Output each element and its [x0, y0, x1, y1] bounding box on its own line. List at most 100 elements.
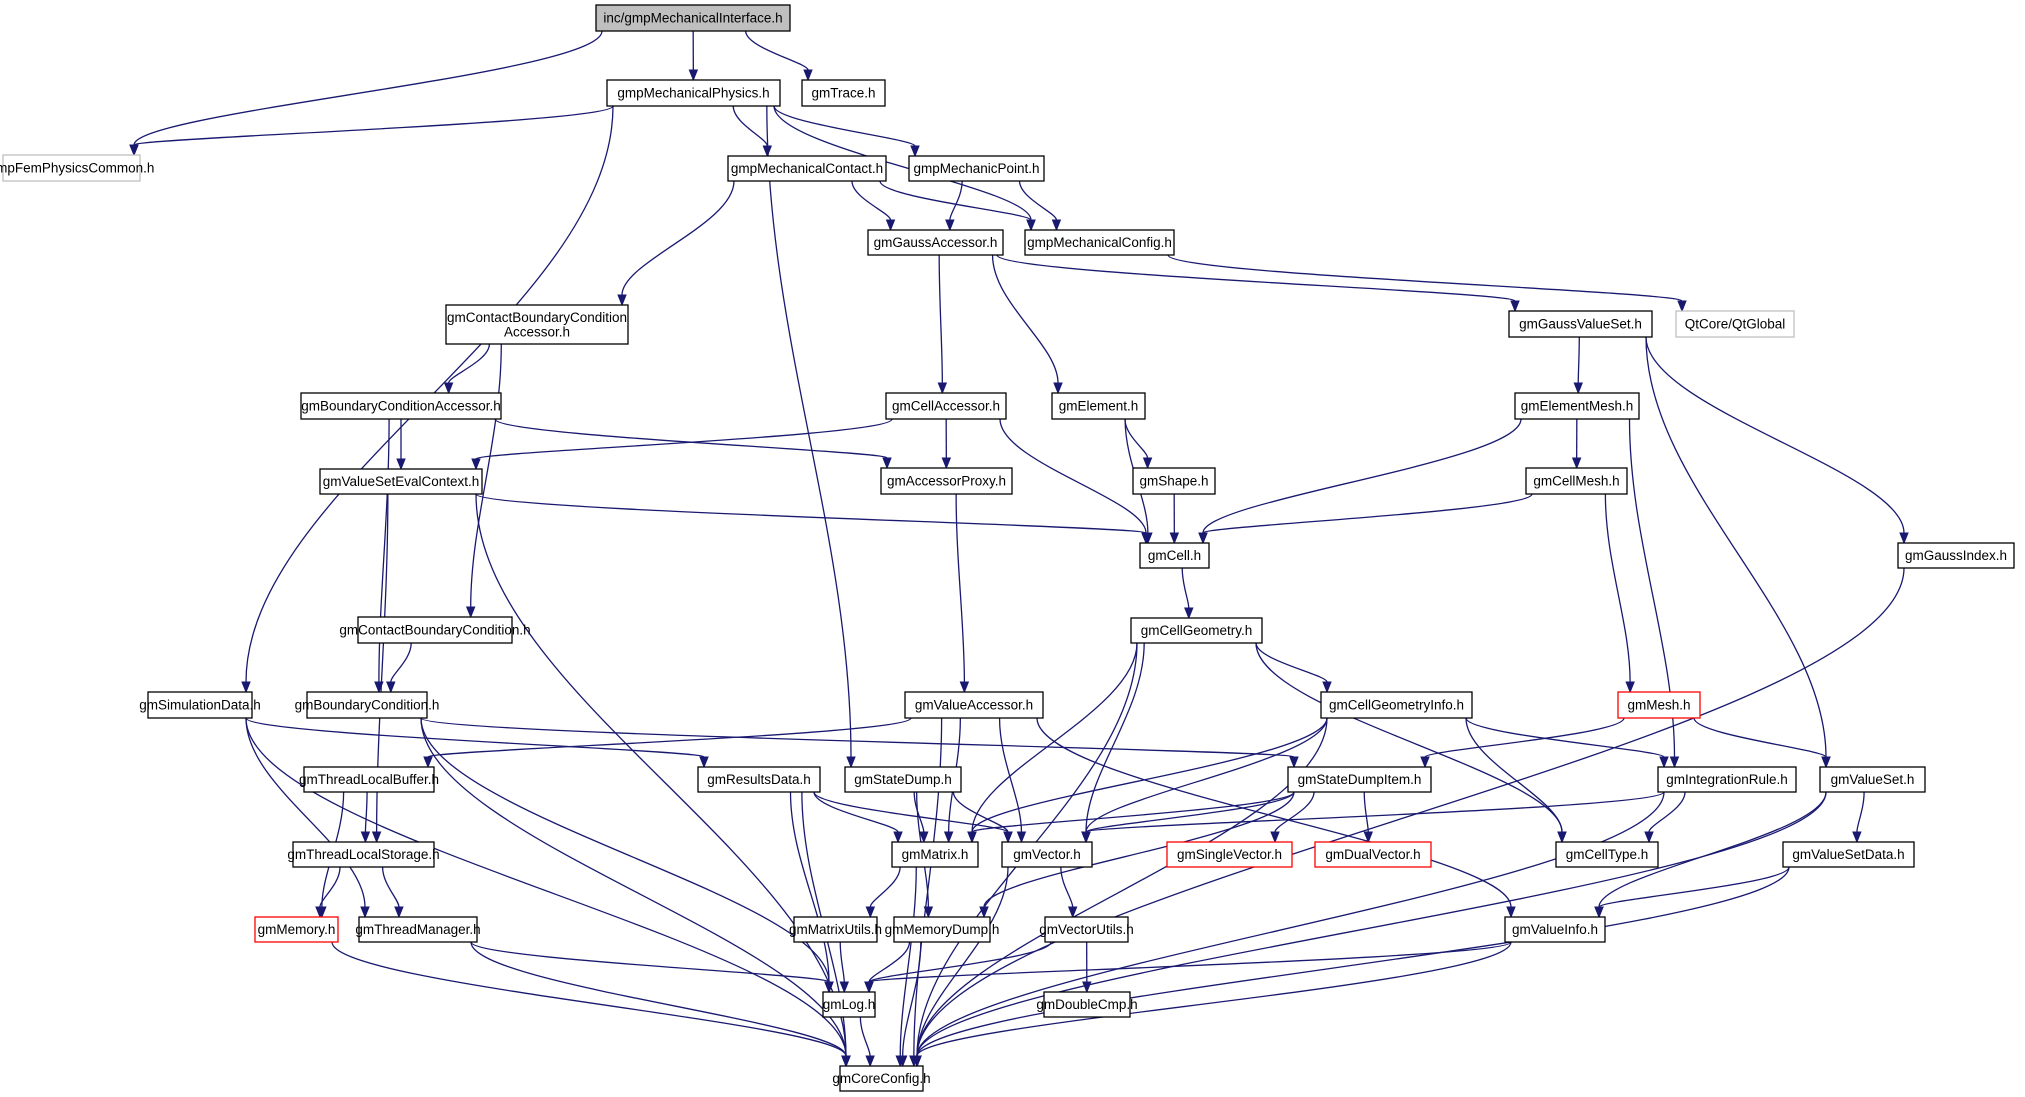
node-box[interactable]	[292, 841, 435, 868]
node-cellgeominfo[interactable]: gmCellGeometryInfo.h	[1320, 691, 1473, 719]
node-box[interactable]	[357, 616, 513, 644]
node-contact[interactable]: gmpMechanicalContact.h	[727, 155, 887, 182]
node-box[interactable]	[1525, 467, 1628, 495]
node-box[interactable]	[1139, 542, 1210, 569]
node-box[interactable]	[839, 1065, 924, 1092]
node-box[interactable]	[1782, 841, 1915, 868]
node-box[interactable]	[891, 841, 979, 868]
node-shape[interactable]: gmShape.h	[1132, 467, 1216, 495]
node-coreconfig[interactable]: gmCoreConfig.h	[832, 1065, 931, 1092]
node-box[interactable]	[904, 691, 1044, 719]
node-box[interactable]	[1132, 467, 1216, 495]
node-box[interactable]	[697, 766, 821, 793]
node-threadmgr[interactable]: gmThreadManager.h	[355, 916, 481, 943]
node-box[interactable]	[793, 916, 878, 943]
node-box[interactable]	[727, 155, 887, 182]
node-box[interactable]	[358, 916, 478, 943]
node-trace[interactable]: gmTrace.h	[801, 79, 886, 107]
node-valueset[interactable]: gmValueSet.h	[1819, 766, 1926, 793]
node-box[interactable]	[1287, 766, 1432, 793]
node-box[interactable]	[1166, 841, 1293, 868]
node-box[interactable]	[1130, 617, 1263, 644]
node-box[interactable]	[1001, 841, 1093, 868]
node-simdata[interactable]: gmSimulationData.h	[139, 691, 261, 719]
node-box[interactable]	[306, 691, 428, 719]
node-memdump[interactable]: gmMemoryDump.h	[885, 916, 1000, 943]
node-celltype[interactable]: gmCellType.h	[1555, 841, 1659, 868]
node-box[interactable]	[867, 229, 1004, 256]
node-box[interactable]	[893, 916, 991, 943]
node-gaussacc[interactable]: gmGaussAccessor.h	[867, 229, 1004, 256]
node-mpoint[interactable]: gmpMechanicPoint.h	[908, 155, 1045, 182]
node-box[interactable]	[445, 304, 629, 345]
node-box[interactable]	[1617, 691, 1701, 719]
node-qtglobal[interactable]: QtCore/QtGlobal	[1675, 310, 1795, 338]
node-box[interactable]	[303, 766, 435, 793]
node-box[interactable]	[1555, 841, 1659, 868]
node-box[interactable]	[880, 467, 1013, 495]
node-box[interactable]	[1043, 991, 1131, 1018]
node-vsdata[interactable]: gmValueSetData.h	[1782, 841, 1915, 868]
node-mconfig[interactable]: gmpMechanicalConfig.h	[1024, 229, 1175, 256]
node-box[interactable]	[801, 79, 886, 107]
node-cellgeom[interactable]: gmCellGeometry.h	[1130, 617, 1263, 644]
node-log[interactable]: gmLog.h	[822, 991, 876, 1018]
node-doublecmp[interactable]: gmDoubleCmp.h	[1036, 991, 1138, 1018]
node-box[interactable]	[1819, 766, 1926, 793]
node-box[interactable]	[1675, 310, 1795, 338]
node-bcacc[interactable]: gmBoundaryConditionAccessor.h	[300, 392, 502, 420]
node-cbc[interactable]: gmContactBoundaryCondition.h	[339, 616, 531, 644]
node-box[interactable]	[1314, 841, 1432, 868]
node-mesh[interactable]: gmMesh.h	[1617, 691, 1701, 719]
node-box[interactable]	[147, 691, 253, 719]
node-box[interactable]	[1514, 392, 1640, 420]
node-physics[interactable]: gmpMechanicalPhysics.h	[606, 79, 781, 107]
node-dualvec[interactable]: gmDualVector.h	[1314, 841, 1432, 868]
node-box[interactable]	[885, 392, 1007, 420]
node-box[interactable]	[1051, 392, 1146, 420]
node-box[interactable]	[1897, 542, 2015, 569]
node-singlevec[interactable]: gmSingleVector.h	[1166, 841, 1293, 868]
node-elemmesh[interactable]: gmElementMesh.h	[1514, 392, 1640, 420]
node-gaussvs[interactable]: gmGaussValueSet.h	[1508, 310, 1653, 338]
node-box[interactable]	[254, 916, 339, 943]
node-box[interactable]	[2, 154, 141, 182]
node-tlbuf[interactable]: gmThreadLocalBuffer.h	[299, 766, 439, 793]
node-vecutils[interactable]: gmVectorUtils.h	[1039, 916, 1134, 943]
node-box[interactable]	[1044, 916, 1129, 943]
node-tlstore[interactable]: gmThreadLocalStorage.h	[287, 841, 440, 868]
node-box[interactable]	[595, 4, 791, 32]
node-valacc[interactable]: gmValueAccessor.h	[904, 691, 1044, 719]
node-element[interactable]: gmElement.h	[1051, 392, 1146, 420]
node-box[interactable]	[908, 155, 1045, 182]
node-vector[interactable]: gmVector.h	[1001, 841, 1093, 868]
node-box[interactable]	[822, 991, 876, 1018]
node-gaussidx[interactable]: gmGaussIndex.h	[1897, 542, 2015, 569]
node-root[interactable]: inc/gmpMechanicalInterface.h	[595, 4, 791, 32]
node-results[interactable]: gmResultsData.h	[697, 766, 821, 793]
node-valueinfo[interactable]: gmValueInfo.h	[1504, 916, 1606, 943]
node-accproxy[interactable]: gmAccessorProxy.h	[880, 467, 1013, 495]
node-cellacc[interactable]: gmCellAccessor.h	[885, 392, 1007, 420]
node-box[interactable]	[1504, 916, 1606, 943]
node-vsevalctx[interactable]: gmValueSetEvalContext.h	[319, 468, 483, 495]
node-box[interactable]	[1024, 229, 1175, 256]
node-bc[interactable]: gmBoundaryCondition.h	[295, 691, 440, 719]
node-femcommon[interactable]: gmpFemPhysicsCommon.h	[0, 154, 154, 182]
node-matrix[interactable]: gmMatrix.h	[891, 841, 979, 868]
node-memory[interactable]: gmMemory.h	[254, 916, 339, 943]
node-cellmesh[interactable]: gmCellMesh.h	[1525, 467, 1628, 495]
node-matutils[interactable]: gmMatrixUtils.h	[789, 916, 882, 943]
node-box[interactable]	[300, 392, 502, 420]
node-statedump[interactable]: gmStateDump.h	[844, 766, 962, 793]
node-box[interactable]	[606, 79, 781, 107]
node-box[interactable]	[1508, 310, 1653, 338]
node-cell[interactable]: gmCell.h	[1139, 542, 1210, 569]
node-box[interactable]	[844, 766, 962, 793]
node-box[interactable]	[1320, 691, 1473, 719]
node-statedumpitem[interactable]: gmStateDumpItem.h	[1287, 766, 1432, 793]
node-box[interactable]	[319, 468, 483, 495]
node-box[interactable]	[1657, 766, 1797, 793]
node-intrule[interactable]: gmIntegrationRule.h	[1657, 766, 1797, 793]
